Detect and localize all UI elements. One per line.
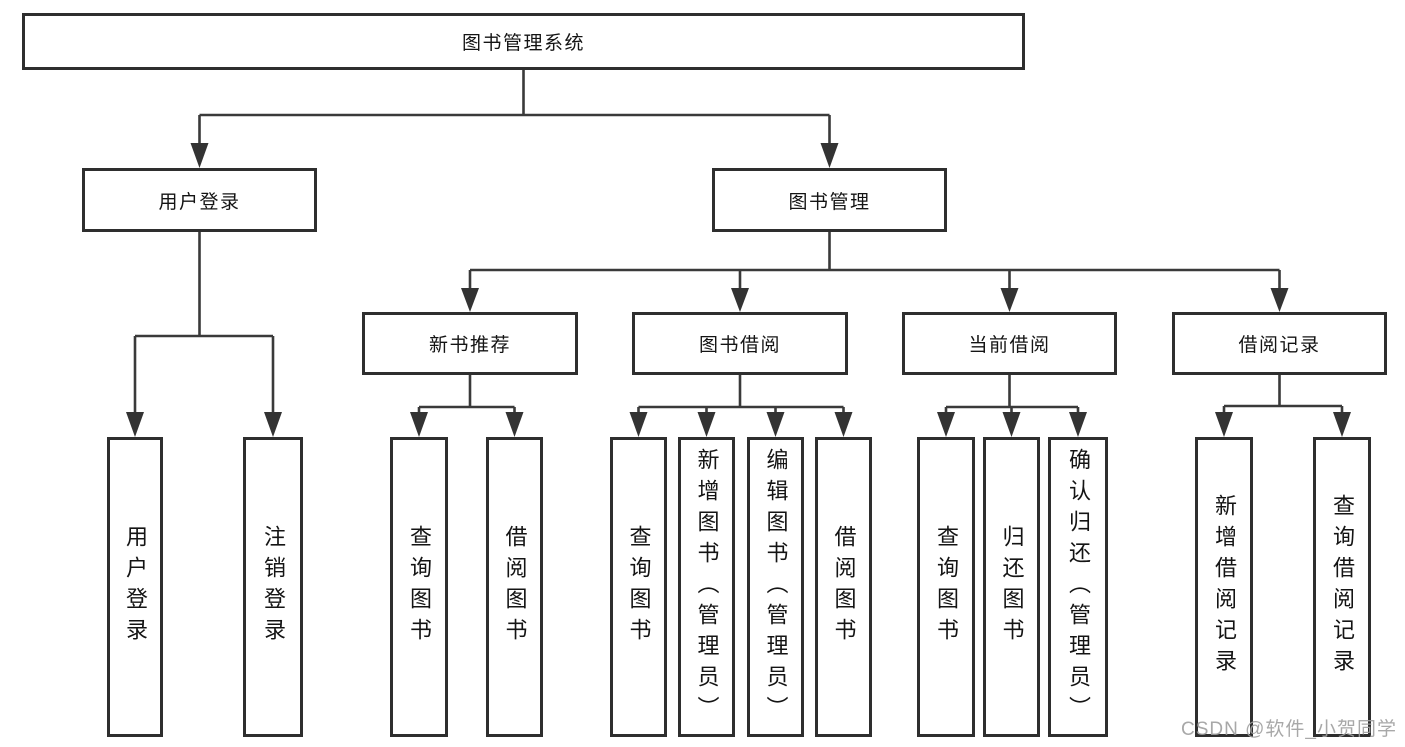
connector-root-to-level2 [190, 70, 839, 168]
connector-current-borrow-group [937, 375, 1087, 437]
leaf-return-book: 归还图书 [983, 437, 1040, 737]
node-root-label: 图书管理系统 [461, 33, 585, 54]
leaf-user-login: 用户登录 [107, 437, 163, 737]
leaf-borrow-query-book-label: 查询图书 [626, 525, 652, 649]
connector-borrow-record-group [1215, 375, 1351, 437]
leaf-add-book-admin-label: 新增图书（管理员） [694, 447, 720, 727]
leaf-borrow-query-book: 查询图书 [610, 437, 667, 737]
node-book-borrow-label: 图书借阅 [698, 335, 781, 356]
node-user-login: 用户登录 [82, 168, 317, 232]
node-current-borrow: 当前借阅 [902, 312, 1117, 375]
csdn-watermark: CSDN @软件_小贺同学 [1181, 719, 1397, 740]
leaf-edit-book-admin: 编辑图书（管理员） [747, 437, 804, 737]
connector-user-login-group [126, 232, 282, 437]
leaf-confirm-return-admin-label: 确认归还（管理员） [1066, 447, 1091, 727]
leaf-current-query-book: 查询图书 [917, 437, 975, 737]
leaf-edit-book-admin-label: 编辑图书（管理员） [763, 447, 789, 727]
leaf-query-borrow-record-label: 查询借阅记录 [1330, 494, 1355, 680]
leaf-confirm-return-admin: 确认归还（管理员） [1048, 437, 1108, 737]
leaf-newrec-query-book: 查询图书 [390, 437, 448, 737]
node-new-book-rec-label: 新书推荐 [428, 335, 511, 356]
leaf-return-book-label: 归还图书 [999, 525, 1025, 649]
node-user-login-label: 用户登录 [158, 191, 241, 213]
leaf-add-borrow-record: 新增借阅记录 [1195, 437, 1253, 737]
leaf-query-borrow-record: 查询借阅记录 [1313, 437, 1371, 737]
leaf-newrec-borrow-book-label: 借阅图书 [502, 525, 528, 649]
leaf-newrec-query-book-label: 查询图书 [407, 525, 432, 649]
leaf-add-borrow-record-label: 新增借阅记录 [1212, 494, 1237, 680]
leaf-current-query-book-label: 查询图书 [934, 525, 959, 649]
node-new-book-rec: 新书推荐 [362, 312, 578, 375]
node-book-borrow: 图书借阅 [632, 312, 848, 375]
node-book-mgmt: 图书管理 [712, 168, 947, 232]
leaf-newrec-borrow-book: 借阅图书 [486, 437, 543, 737]
leaf-logout-label: 注销登录 [261, 525, 286, 649]
leaf-borrow-book-label: 借阅图书 [831, 525, 857, 649]
node-root: 图书管理系统 [22, 13, 1025, 70]
connector-new-book-group [410, 375, 524, 437]
leaf-user-login-label: 用户登录 [123, 525, 148, 649]
leaf-logout: 注销登录 [243, 437, 303, 737]
node-borrow-record: 借阅记录 [1172, 312, 1387, 375]
leaf-add-book-admin: 新增图书（管理员） [678, 437, 735, 737]
node-book-mgmt-label: 图书管理 [788, 191, 871, 213]
leaf-borrow-book: 借阅图书 [815, 437, 872, 737]
node-current-borrow-label: 当前借阅 [968, 335, 1051, 356]
node-borrow-record-label: 借阅记录 [1238, 335, 1321, 356]
connector-book-mgmt-group [461, 232, 1289, 312]
connector-book-borrow-group [629, 375, 853, 437]
